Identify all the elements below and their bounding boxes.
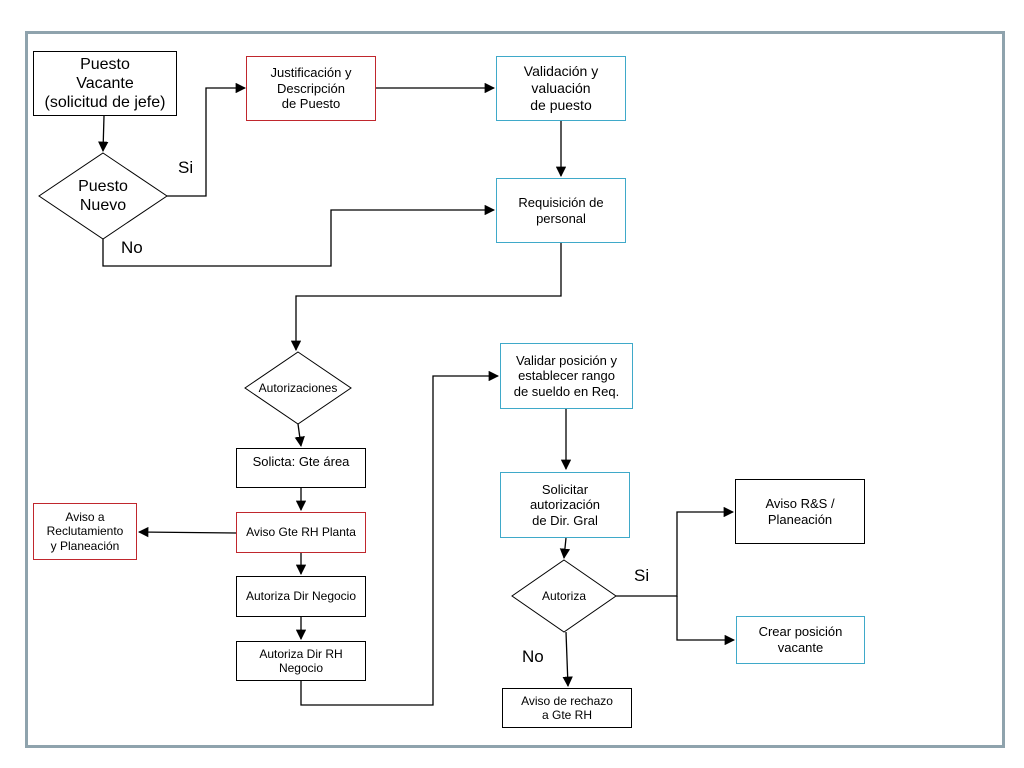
node-autorizaciones: Autorizaciones [258, 380, 338, 395]
node-crear-posicion: Crear posición vacante [736, 616, 865, 664]
arrow-no-requisicion [102, 204, 496, 267]
arrow-dirrh-validar [300, 370, 500, 706]
node-puesto-vacante: Puesto Vacante (solicitud de jefe) [33, 51, 177, 116]
arrow-autorizaciones-solicita [294, 423, 305, 448]
arrow-si-justificacion [167, 82, 247, 197]
node-validar-posicion: Validar posición y establecer rango de s… [500, 343, 633, 409]
node-requisicion: Requisición de personal [496, 178, 626, 243]
node-autoriza-dir-rh: Autoriza Dir RH Negocio [236, 641, 366, 681]
node-aviso-gte-rh: Aviso Gte RH Planta [236, 512, 366, 553]
node-solicita-gte: Solicta: Gte área [236, 448, 366, 488]
label-no-2: No [522, 647, 544, 666]
node-puesto-nuevo: Puesto Nuevo [78, 177, 128, 214]
arrow-si-crear [676, 596, 736, 646]
node-aviso-rs: Aviso R&S / Planeación [735, 479, 865, 544]
arrow-aviso-reclutamiento [137, 526, 237, 538]
arrow-vacante-nuevo [98, 115, 109, 153]
arrow-no-rechazo [562, 631, 573, 688]
label-no-1: No [121, 238, 143, 257]
node-solicitar-autorizacion: Solicitar autorización de Dir. Gral [500, 472, 630, 538]
arrow-requisicion-autorizaciones [290, 243, 562, 352]
node-aviso-reclutamiento: Aviso a Reclutamiento y Planeación [33, 503, 137, 560]
label-si-1: Si [178, 158, 194, 177]
node-autoriza: Autoriza [541, 588, 587, 603]
node-justificacion: Justificación y Descripción de Puesto [246, 56, 376, 121]
node-autoriza-dir-negocio: Autoriza Dir Negocio [236, 576, 366, 617]
node-validacion: Validación y valuación de puesto [496, 56, 626, 121]
arrow-si-aviso-rs [616, 506, 735, 597]
arrow-solicitar-autoriza [559, 537, 571, 560]
node-aviso-rechazo: Aviso de rechazo a Gte RH [502, 688, 632, 728]
label-si-2: Si [634, 566, 650, 585]
diamond-autoriza [511, 559, 617, 633]
